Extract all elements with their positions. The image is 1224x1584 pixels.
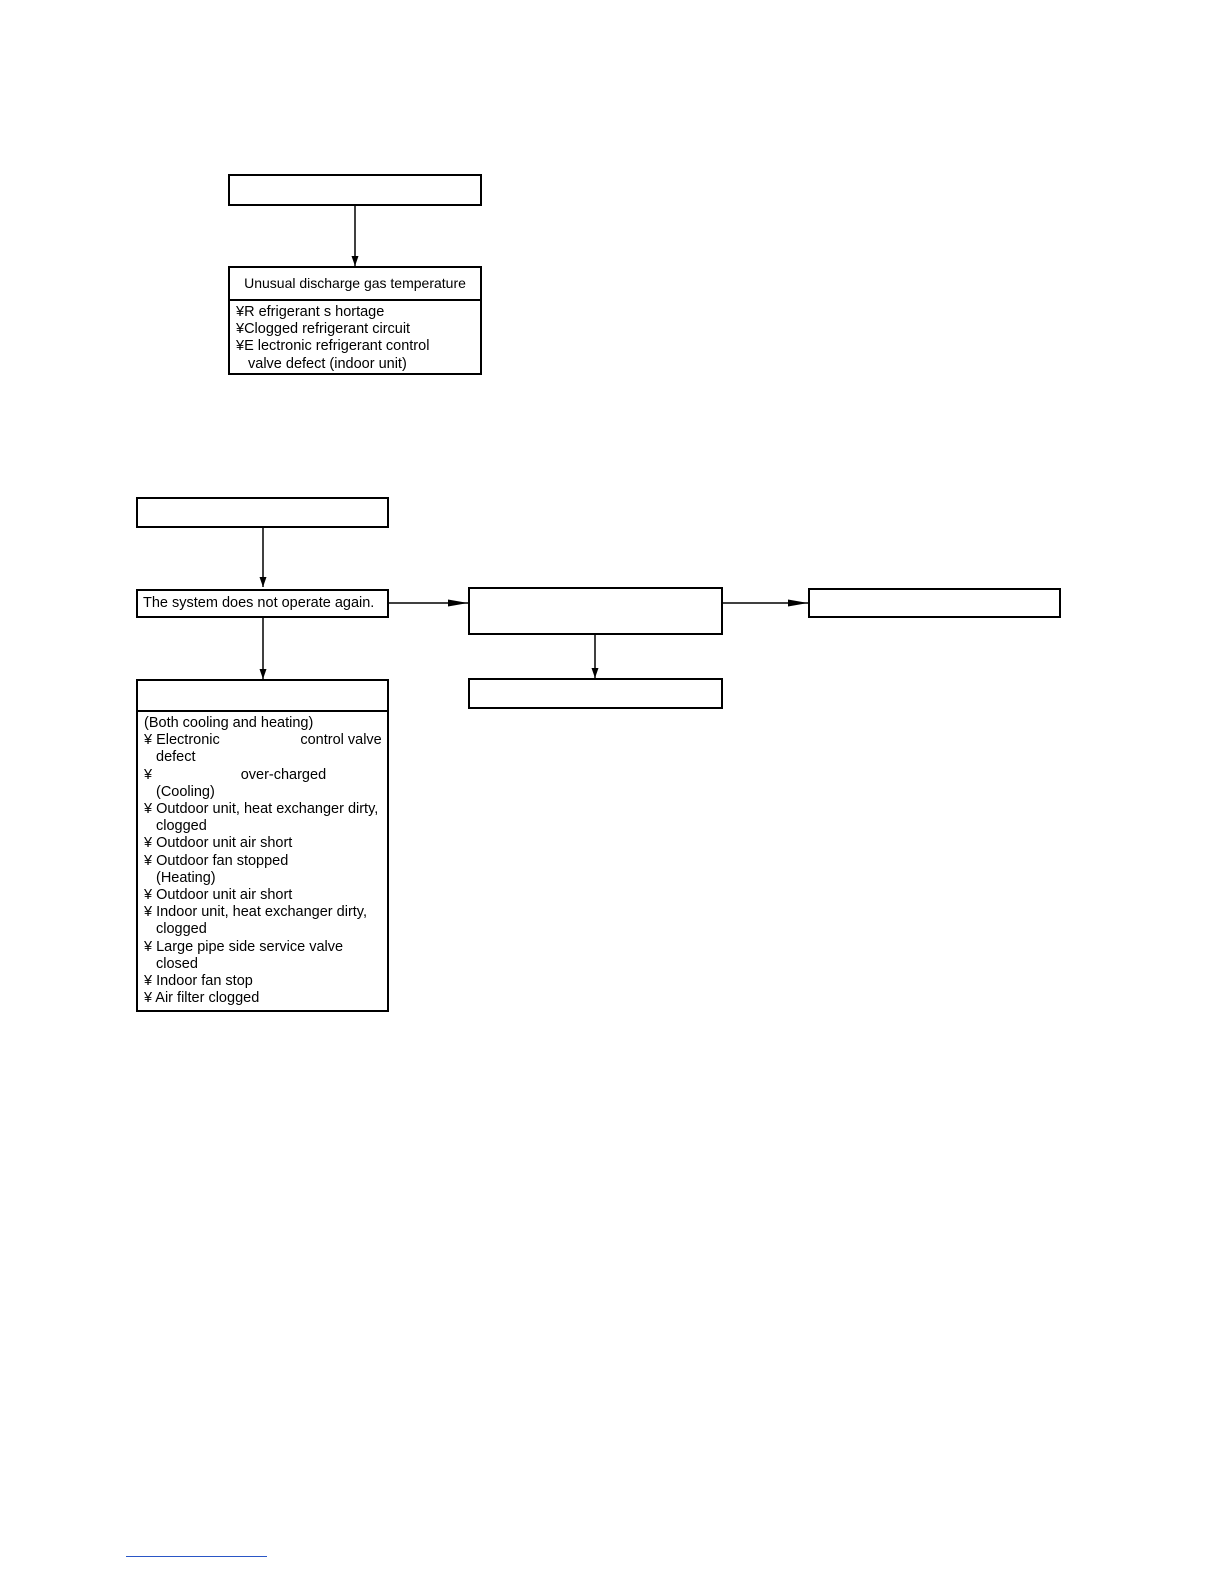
d2-cause-list: (Both cooling and heating) ¥ Electronic … xyxy=(138,712,387,1007)
d2-cause-item: ¥ Outdoor unit air short xyxy=(144,835,293,852)
d2-cause-item: ¥ over-charged xyxy=(144,766,327,783)
d2-top-box xyxy=(136,497,389,528)
d1-top-box xyxy=(228,174,482,206)
d2-cause-item: (Both cooling and heating) xyxy=(144,715,314,731)
d2-cause-item: ¥ Indoor unit, heat exchanger dirty, xyxy=(144,904,368,921)
d2-cause-item: ¥ Outdoor unit, heat exchanger dirty, xyxy=(144,801,379,818)
d2-cause-item: closed xyxy=(156,955,198,972)
d1-cause-item: ¥R efrigerant s hortage xyxy=(236,304,385,320)
d2-cause-box: (Both cooling and heating) ¥ Electronic … xyxy=(136,679,389,1012)
d2-step-box: The system does not operate again. xyxy=(136,589,389,618)
d1-cause-list: ¥R efrigerant s hortage ¥Clogged refrige… xyxy=(230,301,480,373)
d1-cause-item: ¥E lectronic refrigerant control xyxy=(236,338,430,355)
d2-right-box xyxy=(808,588,1061,618)
d2-cause-header xyxy=(138,681,387,712)
d2-cause-item: clogged xyxy=(156,818,207,835)
d1-cause-header: Unusual discharge gas temperature xyxy=(230,268,480,301)
d2-cause-item: ¥ Outdoor unit air short xyxy=(144,887,293,904)
d2-cause-item: (Cooling) xyxy=(156,783,215,800)
d2-cause-item: ¥ Large pipe side service valve xyxy=(144,938,344,955)
d1-cause-item: ¥Clogged refrigerant circuit xyxy=(236,321,411,338)
d1-cause-box: Unusual discharge gas temperature ¥R efr… xyxy=(228,266,482,375)
d2-cause-item: clogged xyxy=(156,921,207,938)
d2-cause-item: (Heating) xyxy=(156,869,216,886)
d2-middle-box xyxy=(468,587,723,635)
d2-cause-item: ¥ Outdoor fan stopped xyxy=(144,852,289,869)
d2-cause-item: ¥ Air filter clogged xyxy=(144,990,260,1007)
d1-cause-item: valve defect (indoor unit) xyxy=(248,355,407,372)
d2-bottom-box xyxy=(468,678,723,709)
footer-link-underline[interactable] xyxy=(126,1556,267,1557)
d2-cause-item: defect xyxy=(156,749,196,766)
d2-cause-item: ¥ Electronic control valve xyxy=(144,732,382,749)
d2-cause-item: ¥ Indoor fan stop xyxy=(144,973,253,990)
